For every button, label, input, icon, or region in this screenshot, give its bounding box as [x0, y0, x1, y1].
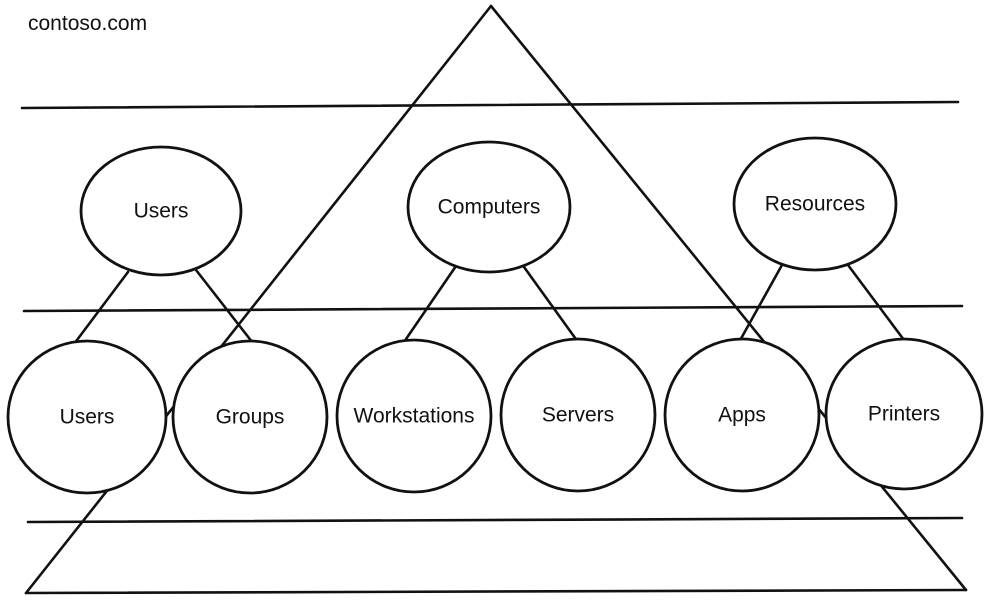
ou-node-printers: Printers [824, 337, 984, 491]
ou-node-computers: Computers [406, 140, 572, 274]
domain-triangle-left-edge [24, 4, 493, 595]
ou-node-workstations-label: Workstations [354, 405, 475, 428]
ou-node-servers: Servers [499, 337, 657, 493]
level-divider-top [20, 100, 960, 110]
domain-triangle-right-edge [489, 4, 968, 592]
ou-node-sub-users-label: Users [60, 406, 115, 429]
connector-users-to-groups [194, 268, 258, 349]
ou-node-groups-label: Groups [216, 406, 285, 429]
connector-resources-to-printers [846, 263, 906, 342]
ou-node-printers-label: Printers [868, 403, 940, 426]
connector-computers-to-servers [522, 265, 580, 344]
level-divider-bottom [26, 516, 964, 524]
ou-node-servers-label: Servers [542, 404, 614, 427]
ou-node-apps-label: Apps [718, 404, 766, 427]
ou-node-apps: Apps [663, 337, 821, 493]
ou-node-sub-users: Users [6, 339, 168, 495]
ou-node-users: Users [79, 145, 243, 277]
connector-resources-to-apps [736, 263, 784, 346]
ou-node-computers-label: Computers [438, 196, 541, 219]
domain-triangle-base [24, 588, 968, 595]
ou-node-users-label: Users [134, 200, 189, 223]
connector-users-to-users [72, 270, 130, 346]
connector-computers-to-workstations [402, 264, 458, 344]
level-divider-middle [22, 304, 964, 313]
ou-node-groups: Groups [171, 339, 329, 495]
ou-node-resources-label: Resources [765, 193, 865, 216]
ou-node-resources: Resources [732, 136, 898, 272]
ou-node-workstations: Workstations [335, 338, 493, 494]
domain-label: contoso.com [28, 12, 147, 35]
